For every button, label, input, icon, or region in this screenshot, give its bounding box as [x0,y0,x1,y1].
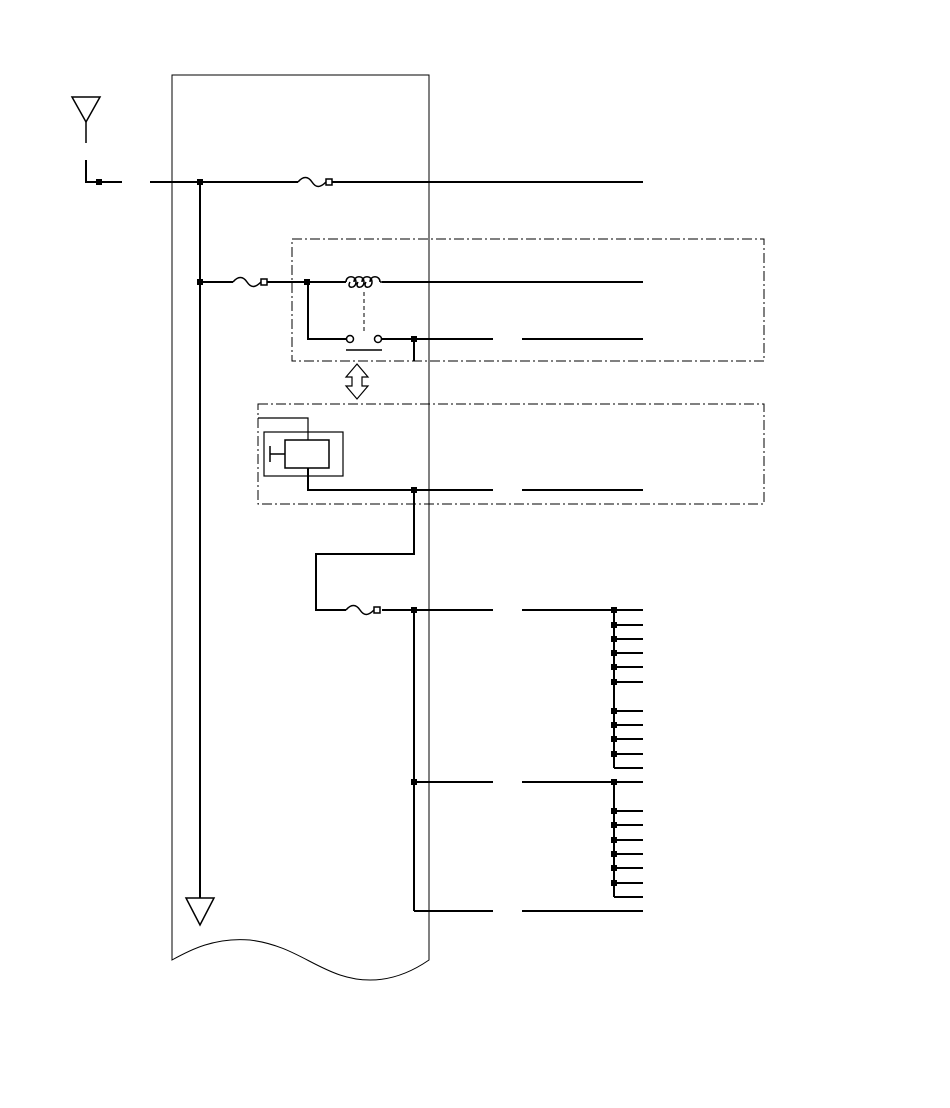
antenna-triangle-icon [70,96,102,143]
junction-dot [197,279,203,285]
panel-outline [171,74,430,981]
ground-triangle-icon [184,897,216,927]
junction-dot [96,179,102,185]
main-feed-line [197,179,643,185]
junction-dot [411,779,417,785]
fuse-icon [297,176,333,188]
fuse-icon [232,276,268,288]
module-box-icon [258,417,344,477]
double-arrow-icon [344,363,370,400]
splice-group-lower [611,779,643,898]
power-source-lead [85,160,200,185]
splice-group-upper [611,607,643,769]
relay-switch-line [307,282,643,361]
relay-boundary [291,238,765,362]
switch-contact-icon [345,334,383,351]
load-feed-line [315,490,614,613]
fuse-icon [345,604,381,616]
junction-dot [411,336,417,342]
module-boundary [257,403,765,505]
coil-icon [345,276,382,288]
load-bus [411,610,643,912]
module-output-line [307,468,643,493]
